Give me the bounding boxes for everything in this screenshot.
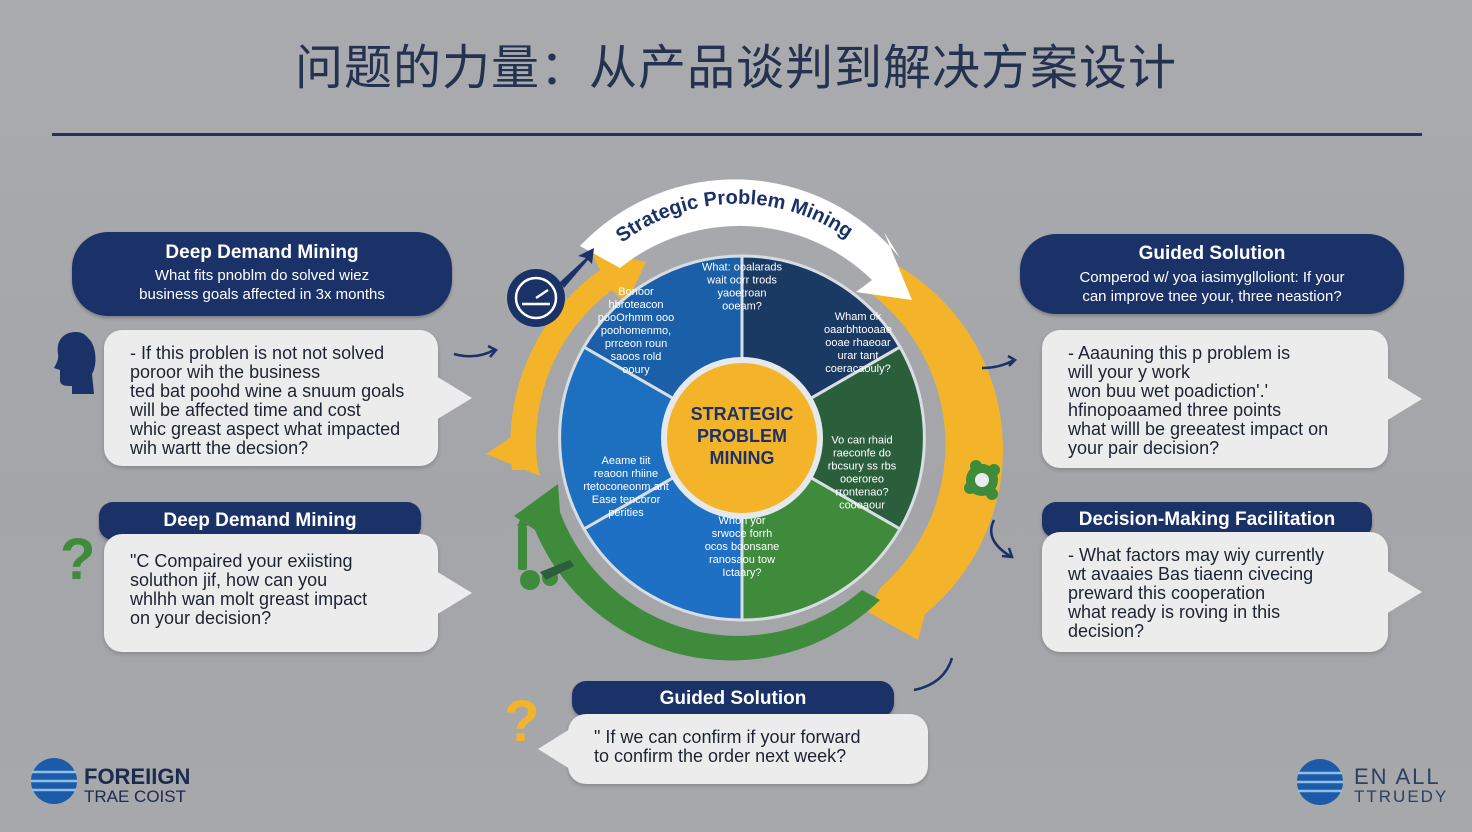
- title-divider: [52, 133, 1422, 136]
- hub-line-2: PROBLEM: [697, 426, 787, 446]
- segment-2-line-1: Wham ok: [835, 311, 882, 323]
- hub-line-1: STRATEGIC: [691, 404, 794, 424]
- left-top-header: Deep Demand Mining What fits pnoblm do s…: [72, 232, 452, 316]
- segment-4-line-4: ranosaou tow: [709, 554, 775, 566]
- segment-5-line-5: perities: [608, 507, 644, 519]
- outer-ring: [486, 179, 1003, 661]
- segment-4-line-3: ocos boonsane: [705, 541, 780, 553]
- right-bottom-heading: Decision-Making Facilitation: [1078, 509, 1336, 530]
- segment-1-line-4: ooeam?: [722, 301, 762, 313]
- segment-3-line-2: raeconfe do: [833, 448, 891, 460]
- segment-2-line-4: urar tant: [838, 350, 879, 362]
- segment-6-line-3: pooOrhmm ooo: [598, 312, 674, 324]
- segment-2-line-3: ooae rhaeoar: [825, 337, 891, 349]
- segment-2-line-2: oaarbhtooaae: [824, 324, 892, 336]
- page-title: 问题的力量：从产品谈判到解决方案设计: [294, 40, 1177, 96]
- segment-3-line-5: rrontenao?: [835, 487, 888, 499]
- left-bottom-heading: Deep Demand Mining: [163, 510, 357, 531]
- right-top-bubble: - Aaauning this p problem is will your y…: [1042, 330, 1422, 468]
- segment-5-line-4: Ease tencoror: [592, 494, 661, 506]
- right-logo-line2: TTRUEDY: [1354, 787, 1449, 806]
- right-globe-logo: [1297, 759, 1343, 805]
- right-top-sub2: can improve tnee your, three neastion?: [1082, 288, 1342, 305]
- question-mark-icon: ?: [504, 689, 540, 754]
- segment-5-line-3: rtetoconeonm ant: [583, 481, 669, 493]
- left-top-sub1: What fits pnoblm do solved wiez: [154, 267, 370, 284]
- left-bottom-bubble: "C Compaired your exiisting soluthon jif…: [104, 534, 472, 652]
- segment-6-line-7: ooury: [622, 364, 650, 376]
- left-globe-logo: [31, 758, 77, 804]
- segment-5-line-2: reaoon rhiine: [594, 468, 658, 480]
- right-top-header: Guided Solution Comperod w/ yoa iasimygl…: [1020, 234, 1404, 314]
- left-top-sub2: business goals affected in 3x months: [139, 286, 385, 303]
- right-logo-line1: EN ALL: [1354, 764, 1441, 789]
- segment-6-line-4: poohomenmo,: [601, 325, 671, 337]
- segment-4-line-5: Ictaary?: [722, 567, 761, 579]
- segment-6-line-1: Bonoor: [618, 286, 654, 298]
- left-top-heading: Deep Demand Mining: [165, 242, 359, 263]
- left-logo-line2: TRAE COIST: [84, 787, 187, 806]
- question-mark-icon: ?: [60, 527, 96, 592]
- bottom-center-bubble: " If we can confirm if your forward to c…: [538, 714, 928, 784]
- connector-arrows: [453, 344, 1018, 692]
- segment-5-line-1: Aeame tiit: [602, 455, 651, 467]
- segment-3-line-3: rbcsury ss rbs: [828, 461, 897, 473]
- left-bottom-header: Deep Demand Mining: [99, 502, 421, 540]
- segment-1-line-3: yaoetroan: [718, 288, 767, 300]
- segment-3-line-6: coooaour: [839, 500, 885, 512]
- segment-4-line-2: srwoce forrh: [712, 528, 773, 540]
- left-logo-text: FOREIIGN TRAE COIST: [84, 764, 191, 807]
- head-silhouette-icon: [54, 332, 96, 394]
- right-logo-text: EN ALL TTRUEDY: [1354, 764, 1449, 807]
- bottom-center-header: Guided Solution: [572, 681, 894, 717]
- hub-line-3: MINING: [710, 448, 775, 468]
- left-top-bubble: - If this problen is not not solved poro…: [104, 330, 472, 466]
- segment-6-line-2: hbroteacon: [608, 299, 663, 311]
- right-bottom-bubble: - What factors may wiy currently wt avaa…: [1042, 532, 1422, 652]
- gear-icon: [964, 460, 1000, 500]
- segment-2-line-5: coeracaouly?: [825, 363, 890, 375]
- hub-circle: [661, 357, 823, 519]
- segment-6-line-5: prrceon roun: [605, 338, 667, 350]
- right-top-sub1: Comperod w/ yoa iasimyglloliont: If your: [1079, 269, 1345, 286]
- segment-1-line-1: What: ooalarads: [702, 262, 783, 274]
- segment-3-line-4: ooeroreo: [840, 474, 884, 486]
- tools-icon: [517, 516, 574, 590]
- right-top-heading: Guided Solution: [1138, 243, 1286, 264]
- segment-1-line-2: wait oorr trods: [706, 275, 777, 287]
- segment-6-line-6: saoos rold: [611, 351, 662, 363]
- left-logo-line1: FOREIIGN: [84, 764, 191, 789]
- segment-3-line-1: Vo can rhaid: [831, 435, 892, 447]
- gauge-icon: [507, 248, 594, 327]
- bottom-center-heading: Guided Solution: [659, 688, 807, 709]
